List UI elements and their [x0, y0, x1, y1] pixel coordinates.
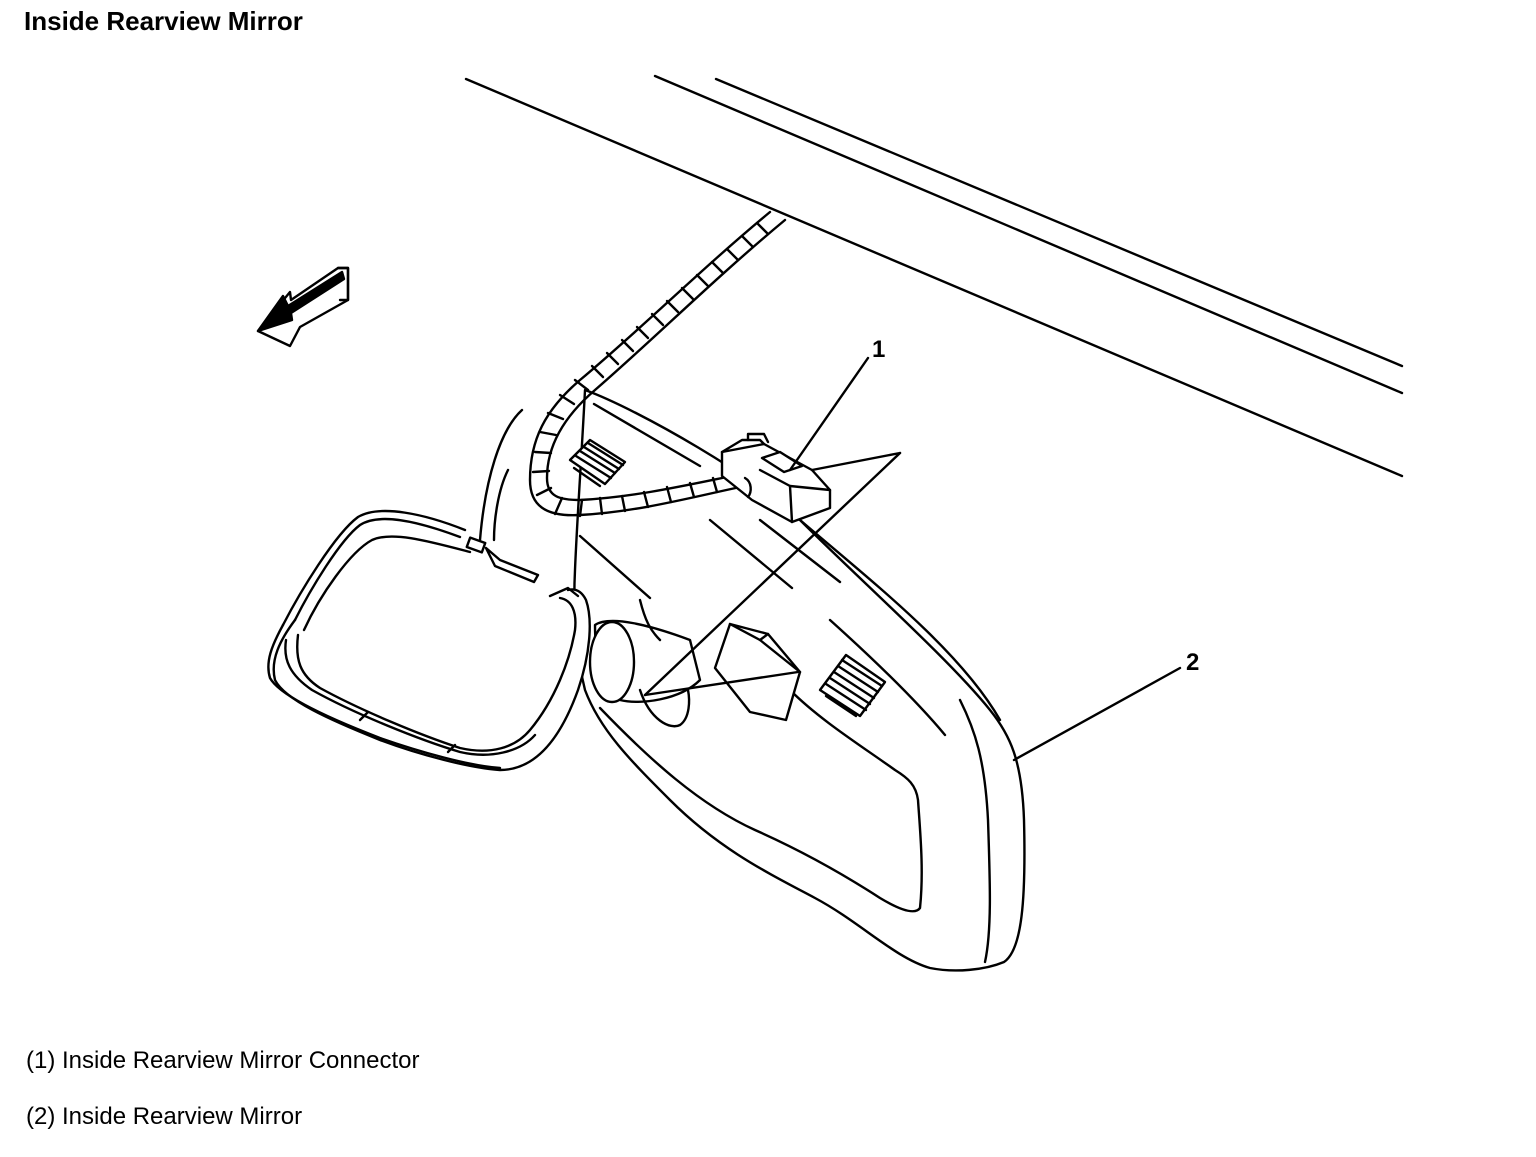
callout-leader-1 [788, 356, 870, 472]
legend: (1) Inside Rearview Mirror Connector (2)… [26, 1045, 1026, 1157]
mirror-glass-frame [267, 509, 591, 772]
wire-harness [528, 210, 787, 518]
page-title: Inside Rearview Mirror [24, 6, 303, 36]
glass-wire [478, 408, 524, 542]
callout-number-2: 2 [1186, 649, 1199, 676]
front-direction-arrow-icon [256, 266, 350, 348]
windshield-lines [464, 74, 1404, 478]
mirror-housing [573, 388, 1026, 972]
callout-leader-2 [1012, 666, 1182, 762]
detail-wedge-lines [643, 451, 902, 697]
vent-slots-lower [818, 653, 887, 718]
mirror-mount-button [713, 622, 802, 722]
vent-slots-upper [568, 438, 627, 488]
callout-number-1: 1 [872, 336, 885, 363]
legend-item-mirror: (2) Inside Rearview Mirror [26, 1103, 303, 1130]
mirror-stem [588, 598, 702, 728]
legend-item-connector: (1) Inside Rearview Mirror Connector [26, 1047, 420, 1074]
